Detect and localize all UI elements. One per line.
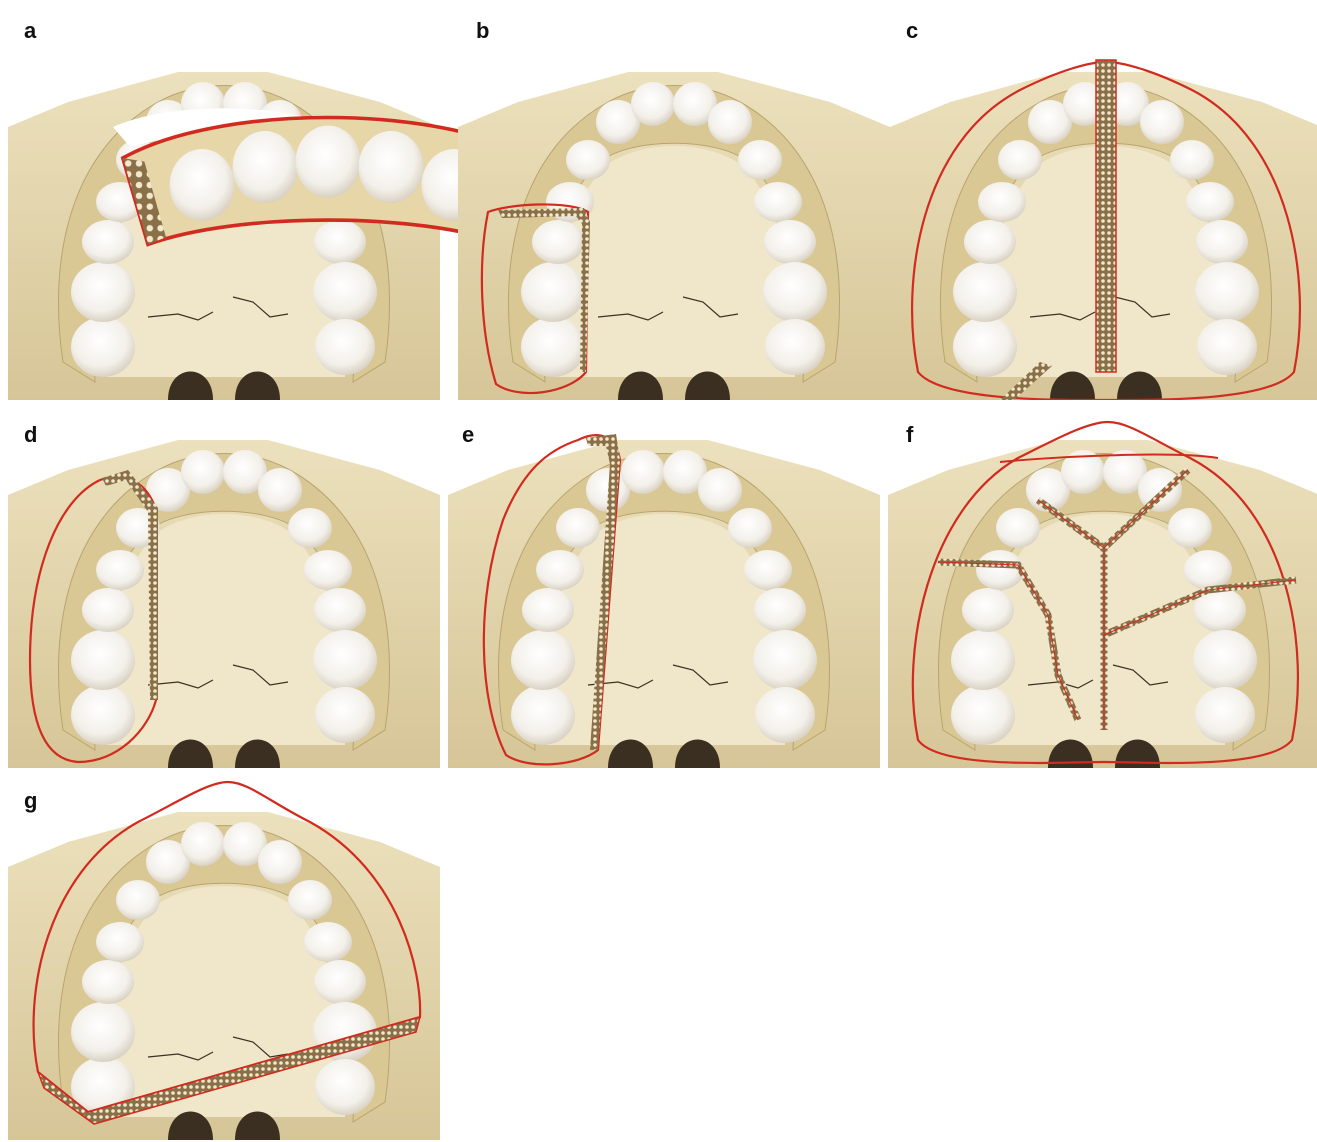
panel-e: [448, 400, 880, 768]
panel-label-g: g: [24, 790, 37, 812]
panel-label-c: c: [906, 20, 918, 42]
panel-f: [888, 400, 1317, 768]
panel-c: [890, 32, 1317, 400]
panel-g-illustration: [8, 772, 440, 1140]
panel-b: [458, 32, 890, 400]
panel-label-d: d: [24, 424, 37, 446]
panel-label-f: f: [906, 424, 913, 446]
panel-c-illustration: [890, 32, 1317, 400]
panel-d: [8, 400, 440, 768]
panel-label-b: b: [476, 20, 489, 42]
panel-label-a: a: [24, 20, 36, 42]
panel-d-illustration: [8, 400, 440, 768]
panel-f-illustration: [888, 400, 1317, 768]
panel-g: [8, 772, 440, 1140]
panel-b-illustration: [458, 32, 890, 400]
panel-label-e: e: [462, 424, 474, 446]
panel-a-segment: [112, 10, 352, 110]
panel-e-illustration: [448, 400, 880, 768]
